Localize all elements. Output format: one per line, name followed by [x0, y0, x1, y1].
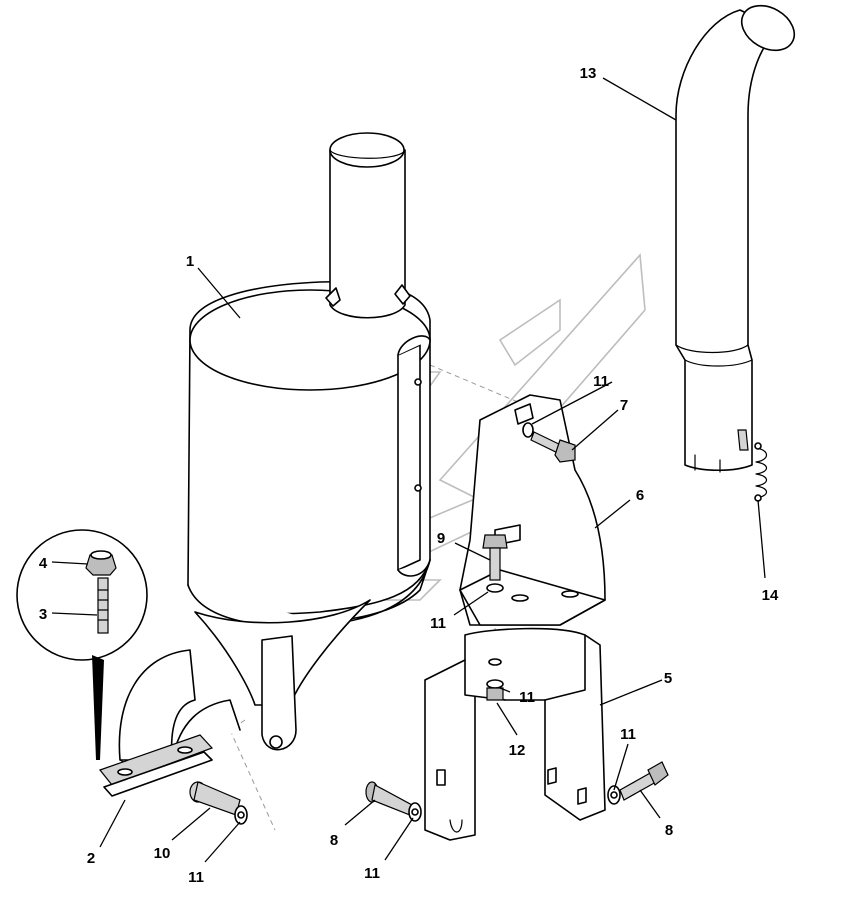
callout-4: 4	[39, 555, 48, 572]
callout-13: 13	[580, 65, 597, 82]
bolt-7	[522, 422, 576, 463]
bolt-8-left	[365, 781, 422, 822]
spring-14	[754, 442, 768, 502]
leader-lines	[51, 77, 766, 863]
callout-11-bracket: 11	[430, 615, 446, 632]
callout-11-flange: 11	[188, 869, 204, 886]
callout-5: 5	[664, 670, 672, 687]
callout-14: 14	[762, 587, 779, 604]
bolt-10	[189, 781, 248, 825]
lower-bracket-5	[424, 627, 606, 841]
nut-12	[486, 679, 504, 701]
flange-gasket	[99, 734, 214, 797]
callout-11-left-bracket: 11	[364, 865, 380, 882]
callout-8-right: 8	[665, 822, 673, 839]
callout-8-left: 8	[330, 832, 338, 849]
bolt-8-right	[607, 761, 669, 805]
callout-9: 9	[437, 530, 445, 547]
callout-10: 10	[154, 845, 171, 862]
callout-3: 3	[39, 606, 47, 623]
callout-1: 1	[186, 253, 194, 270]
callout-labels: 1 4 3 13 14 11 7 6 9 11 5 11 12 11 8 8 1…	[39, 65, 779, 886]
callout-7: 7	[620, 397, 628, 414]
detail-circle	[16, 529, 148, 760]
callout-11-upper: 11	[593, 373, 609, 390]
callout-6: 6	[636, 487, 644, 504]
callout-2: 2	[87, 850, 95, 867]
bolt-9	[482, 534, 508, 593]
muffler-body	[118, 132, 431, 769]
callout-12: 12	[509, 742, 526, 759]
tail-pipe	[675, 4, 796, 473]
callout-11-nut: 11	[519, 689, 535, 706]
callout-11-right: 11	[620, 726, 636, 743]
